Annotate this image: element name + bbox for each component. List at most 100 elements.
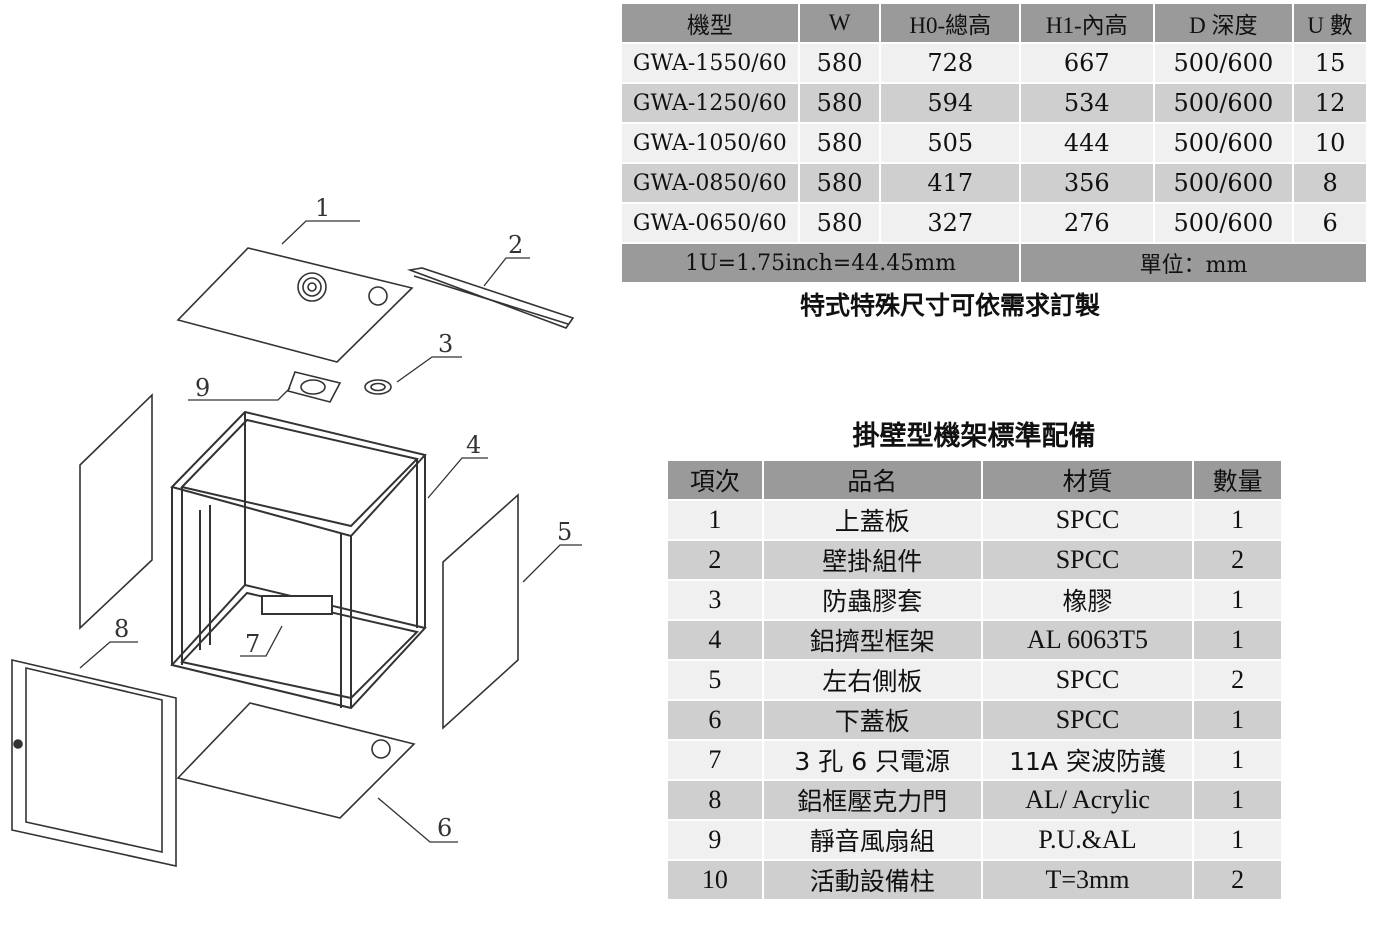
spec-cell: 500/600: [1152, 42, 1295, 84]
bom-cell-name: 鋁框壓克力門: [761, 779, 983, 821]
spec-cell: 6: [1292, 202, 1368, 244]
spec-footer-row: 1U=1.75inch=44.45mm 單位：mm: [619, 242, 1368, 284]
cabinet-drawing-svg: 1 2 3 4 5 6 7 8 9: [11, 194, 582, 867]
spec-cell: 500/600: [1152, 82, 1295, 124]
bom-cell-material: SPCC: [980, 659, 1195, 701]
spec-header-inner-height: H1-內高: [1019, 2, 1155, 44]
spec-cell: 417: [879, 162, 1022, 204]
bom-cell-name: 防蟲膠套: [761, 579, 983, 621]
exploded-cabinet-drawing: 1 2 3 4 5 6 7 8 9: [0, 0, 600, 934]
bom-cell-material: P.U.&AL: [980, 819, 1195, 861]
spec-cell: 667: [1019, 42, 1155, 84]
bom-row: 2 壁掛組件 SPCC 2: [666, 539, 1283, 581]
spec-row: GWA-1250/60 580 594 534 500/600 12: [620, 82, 1368, 124]
bom-cell-material: SPCC: [980, 539, 1195, 581]
bom-cell-name: 上蓋板: [761, 499, 983, 541]
spec-cell: 8: [1292, 162, 1368, 204]
top-cover-part: [176, 247, 414, 363]
bom-row: 5 左右側板 SPCC 2: [666, 659, 1283, 701]
spec-header-model: 機型: [620, 2, 800, 44]
bom-cell-quantity: 1: [1192, 819, 1283, 861]
spec-cell: 276: [1019, 202, 1155, 244]
spec-footer-conversion: 1U=1.75inch=44.45mm: [619, 242, 1022, 284]
bom-cell-material: SPCC: [980, 499, 1195, 541]
left-side-panel-part: [79, 393, 153, 630]
spec-cell: 580: [797, 202, 882, 244]
spec-footer-unit: 單位：mm: [1019, 242, 1368, 284]
spec-cell: 505: [879, 122, 1022, 164]
bom-cell-item: 3: [666, 579, 764, 621]
bom-cell-material: 橡膠: [980, 579, 1195, 621]
spec-cell-model: GWA-1050/60: [620, 122, 800, 164]
callout-3: 3: [438, 330, 453, 358]
bom-cell-item: 4: [666, 619, 764, 661]
spec-cell-model: GWA-0850/60: [620, 162, 800, 204]
bom-cell-item: 2: [666, 539, 764, 581]
spec-header-u: U 數: [1292, 2, 1368, 44]
bom-header-row: 項次 品名 材質 數量: [666, 459, 1283, 501]
spec-cell: 580: [797, 42, 882, 84]
callout-1: 1: [315, 194, 330, 222]
spec-cell-model: GWA-1550/60: [620, 42, 800, 84]
bom-row: 9 靜音風扇組 P.U.&AL 1: [666, 819, 1283, 861]
bom-row: 6 下蓋板 SPCC 1: [666, 699, 1283, 741]
spec-cell: 728: [879, 42, 1022, 84]
aluminium-frame-part: [170, 410, 427, 710]
bom-header-material: 材質: [980, 459, 1195, 501]
spec-row: GWA-1550/60 580 728 667 500/600 15: [620, 42, 1368, 84]
bom-row: 1 上蓋板 SPCC 1: [666, 499, 1283, 541]
bom-row: 7 3 孔 6 只電源 11A 突波防護 1: [666, 739, 1283, 781]
bom-cell-name: 鋁擠型框架: [761, 619, 983, 661]
spec-cell: 444: [1019, 122, 1155, 164]
bom-cell-name: 活動設備柱: [761, 859, 983, 901]
bom-cell-item: 1: [666, 499, 764, 541]
custom-size-note: 特式特殊尺寸可依需求訂製: [799, 291, 1100, 320]
bom-cell-name: 左右側板: [761, 659, 983, 701]
bom-cell-item: 7: [666, 739, 764, 781]
bom-cell-quantity: 1: [1192, 779, 1283, 821]
bom-row: 8 鋁框壓克力門 AL/ Acrylic 1: [666, 779, 1283, 821]
spec-cell: 594: [879, 82, 1022, 124]
bom-cell-quantity: 1: [1192, 739, 1283, 781]
spec-row: GWA-0650/60 580 327 276 500/600 6: [620, 202, 1368, 244]
bom-row: 3 防蟲膠套 橡膠 1: [666, 579, 1283, 621]
spec-cell: 580: [797, 82, 882, 124]
spec-row: GWA-0850/60 580 417 356 500/600 8: [620, 162, 1368, 204]
spec-cell: 10: [1292, 122, 1368, 164]
spec-cell: 500/600: [1152, 162, 1295, 204]
bom-title: 掛壁型機架標準配備: [852, 421, 1096, 452]
spec-header-depth: D 深度: [1152, 2, 1295, 44]
bom-cell-name: 3 孔 6 只電源: [761, 739, 983, 781]
callout-5: 5: [557, 518, 572, 546]
right-side-panel-part: [442, 493, 519, 730]
bottom-cover-part: [176, 702, 416, 819]
bom-cell-item: 10: [666, 859, 764, 901]
bom-cell-name: 靜音風扇組: [761, 819, 983, 861]
spec-cell-model: GWA-0650/60: [620, 202, 800, 244]
bom-cell-quantity: 1: [1192, 619, 1283, 661]
bom-cell-quantity: 1: [1192, 499, 1283, 541]
spec-cell: 15: [1292, 42, 1368, 84]
spec-header-width: W: [797, 2, 882, 44]
bom-header-item: 項次: [666, 459, 764, 501]
grommet-part: [364, 379, 392, 395]
bom-cell-item: 5: [666, 659, 764, 701]
spec-row: GWA-1050/60 580 505 444 500/600 10: [620, 122, 1368, 164]
spec-cell-model: GWA-1250/60: [620, 82, 800, 124]
bom-row: 10 活動設備柱 T=3mm 2: [666, 859, 1283, 901]
bom-cell-item: 6: [666, 699, 764, 741]
fan-part: [286, 371, 342, 403]
bom-header-name: 品名: [761, 459, 983, 501]
callout-4: 4: [466, 431, 481, 459]
spec-cell: 534: [1019, 82, 1155, 124]
spec-cell: 327: [879, 202, 1022, 244]
bom-cell-name: 下蓋板: [761, 699, 983, 741]
bom-cell-name: 壁掛組件: [761, 539, 983, 581]
bom-row: 4 鋁擠型框架 AL 6063T5 1: [666, 619, 1283, 661]
spec-header-total-height: H0-總高: [879, 2, 1022, 44]
spec-cell: 580: [797, 122, 882, 164]
bom-cell-material: AL 6063T5: [980, 619, 1195, 661]
bom-cell-material: AL/ Acrylic: [980, 779, 1195, 821]
spec-header-row: 機型 W H0-總高 H1-內高 D 深度 U 數: [620, 2, 1368, 44]
bom-cell-quantity: 1: [1192, 579, 1283, 621]
